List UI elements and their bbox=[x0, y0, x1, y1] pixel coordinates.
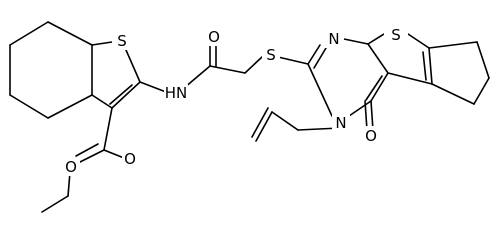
atom-label-o-amide: O bbox=[208, 28, 220, 46]
bond bbox=[183, 65, 211, 89]
bond bbox=[47, 21, 93, 46]
bond bbox=[255, 111, 273, 142]
atom-label-n-pyrimidine-top: N bbox=[328, 30, 339, 48]
atom-label-s-thioether: S bbox=[266, 46, 276, 64]
bond bbox=[422, 51, 427, 81]
bond bbox=[370, 100, 374, 131]
bond bbox=[277, 56, 309, 65]
bond bbox=[271, 111, 299, 131]
bond bbox=[41, 195, 69, 213]
bond bbox=[244, 56, 263, 74]
bond bbox=[428, 47, 433, 85]
bond bbox=[251, 107, 269, 138]
bond bbox=[370, 72, 389, 102]
bond bbox=[407, 33, 430, 49]
bond bbox=[91, 41, 113, 46]
bond bbox=[111, 81, 141, 109]
bond bbox=[364, 100, 368, 131]
bond bbox=[367, 43, 389, 74]
bond bbox=[367, 33, 385, 45]
atom-label-s-thiophene-left: S bbox=[117, 32, 127, 50]
bond bbox=[75, 143, 99, 157]
atom-label-o-ester-ether: O bbox=[65, 158, 77, 176]
bond bbox=[307, 63, 333, 117]
bond bbox=[91, 94, 113, 109]
bond bbox=[473, 77, 490, 105]
bond bbox=[348, 100, 372, 117]
atom-label-o-ester-carbonyl: O bbox=[124, 150, 136, 168]
bond bbox=[387, 72, 433, 85]
bond bbox=[103, 149, 125, 159]
bond-lines bbox=[9, 21, 490, 213]
atom-label-o-carbonyl: O bbox=[365, 127, 377, 145]
atom-label-s-thiophene-right: S bbox=[391, 26, 401, 44]
atom-labels: S HN O S N S N O O O bbox=[62, 24, 408, 176]
bond bbox=[431, 83, 475, 105]
bond bbox=[428, 41, 478, 49]
bond bbox=[476, 41, 490, 79]
bond bbox=[109, 84, 133, 105]
chemical-structure-diagram: S HN O S N S N O O O bbox=[9, 21, 490, 213]
bond bbox=[125, 49, 141, 83]
bond bbox=[77, 149, 105, 164]
bond bbox=[103, 107, 113, 151]
bond bbox=[343, 38, 369, 45]
bond bbox=[365, 75, 383, 101]
bond bbox=[9, 21, 49, 46]
bond bbox=[47, 94, 93, 119]
bond bbox=[139, 81, 167, 93]
bond bbox=[307, 44, 321, 65]
bond bbox=[9, 94, 49, 119]
bond bbox=[313, 47, 327, 69]
atom-label-n-pyrimidine-bottom: N bbox=[335, 114, 346, 132]
atom-label-nh-amide: HN bbox=[165, 84, 188, 102]
bond bbox=[209, 65, 246, 74]
